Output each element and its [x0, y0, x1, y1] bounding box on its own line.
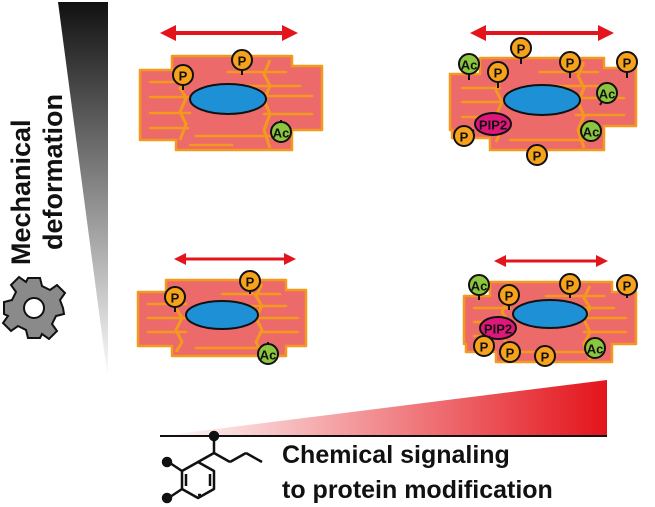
tag-label: Ac: [260, 348, 277, 363]
phospho-tag: P: [487, 61, 509, 88]
tag-label: P: [494, 66, 503, 81]
chemical-label-line2: to protein modification: [282, 476, 553, 504]
acetyl-tag: Ac: [596, 82, 618, 106]
pip2-tag: PIP2: [474, 112, 512, 136]
acetyl-tag: Ac: [580, 120, 602, 142]
chemical-structure-icon: [161, 430, 263, 504]
phospho-tag: P: [473, 335, 495, 357]
tag-circle: [596, 82, 618, 104]
nucleus: [512, 299, 588, 329]
tag-circle: [498, 284, 520, 306]
tag-label: P: [246, 275, 255, 290]
phospho-tag: P: [239, 270, 261, 294]
acetyl-tag: Ac: [257, 342, 279, 365]
tag-circle: [616, 274, 638, 296]
tag-circle: [473, 335, 495, 357]
phospho-tag: P: [510, 37, 532, 64]
tag-circle: [559, 273, 581, 295]
tag-label: P: [623, 279, 632, 294]
tag-circle: [526, 144, 548, 166]
tag-circle: [510, 37, 532, 59]
mechanical-label-line1: Mechanical: [6, 119, 36, 265]
chemical-label-line1: Chemical signaling: [282, 441, 510, 469]
tag-circle: [580, 120, 602, 142]
pip2-ellipse: [479, 316, 517, 340]
mechanical-label-line2: deformation: [38, 94, 68, 250]
tag-circle: [164, 286, 186, 308]
intercalated-disc: [178, 74, 188, 141]
tag-label: Ac: [461, 58, 478, 73]
tag-label: P: [541, 350, 550, 365]
nucleus: [189, 83, 267, 115]
acetyl-tag: Ac: [458, 53, 480, 80]
tag-circle: [458, 53, 480, 75]
phospho-tag: P: [616, 274, 638, 298]
acetyl-tag: Ac: [584, 337, 606, 359]
tag-label: P: [566, 56, 575, 71]
tag-label: Ac: [273, 126, 290, 141]
pip2-label: PIP2: [484, 322, 512, 337]
tag-circle: [468, 274, 490, 296]
tag-circle: [172, 64, 194, 86]
nucleus: [185, 300, 259, 330]
tag-circle: [534, 345, 556, 367]
acetyl-tag: Ac: [468, 274, 490, 300]
phospho-tag: P: [559, 273, 581, 298]
pip2-label: PIP2: [479, 118, 507, 133]
tag-circle: [616, 51, 638, 73]
tag-circle: [239, 270, 261, 292]
pip2-ellipse: [474, 112, 512, 136]
tag-label: P: [171, 291, 180, 306]
cell-bottom-left: P P Ac: [136, 253, 308, 365]
tag-label: P: [566, 278, 575, 293]
tag-circle: [231, 49, 253, 71]
tag-label: Ac: [583, 125, 600, 140]
phospho-tag: P: [559, 51, 581, 78]
phospho-tag: P: [616, 51, 638, 78]
tag-label: P: [505, 289, 514, 304]
mechanical-gradient-wedge: [58, 2, 108, 380]
tag-label: P: [533, 149, 542, 164]
phospho-tag: P: [534, 345, 556, 367]
phospho-tag: P: [499, 341, 521, 363]
phospho-tag: P: [164, 286, 186, 312]
phospho-tag: P: [231, 49, 253, 75]
tag-circle: [584, 337, 606, 359]
tag-label: Ac: [471, 279, 488, 294]
tag-label: P: [623, 56, 632, 71]
phospho-tag: P: [526, 144, 548, 166]
tag-label: Ac: [587, 342, 604, 357]
gear-icon: [1, 275, 67, 341]
acetyl-tag: Ac: [270, 120, 292, 143]
tag-label: P: [238, 54, 247, 69]
tag-circle: [499, 341, 521, 363]
phospho-tag: P: [453, 125, 475, 147]
tag-label: P: [517, 42, 526, 57]
pip2-tag: PIP2: [479, 316, 517, 340]
phospho-tag: P: [498, 284, 520, 310]
tag-circle: [257, 343, 279, 365]
tag-circle: [270, 121, 292, 143]
tag-circle: [559, 51, 581, 73]
nucleus: [503, 84, 581, 116]
cell-top-left: P P Ac: [138, 25, 324, 152]
tag-circle: [453, 125, 475, 147]
tag-label: P: [460, 130, 469, 145]
tag-label: Ac: [599, 87, 616, 102]
tag-label: P: [179, 69, 188, 84]
tag-label: P: [480, 340, 489, 355]
phospho-tag: P: [172, 64, 194, 90]
chemical-gradient-wedge: [160, 380, 607, 436]
tag-circle: [487, 61, 509, 83]
tag-label: P: [506, 346, 515, 361]
